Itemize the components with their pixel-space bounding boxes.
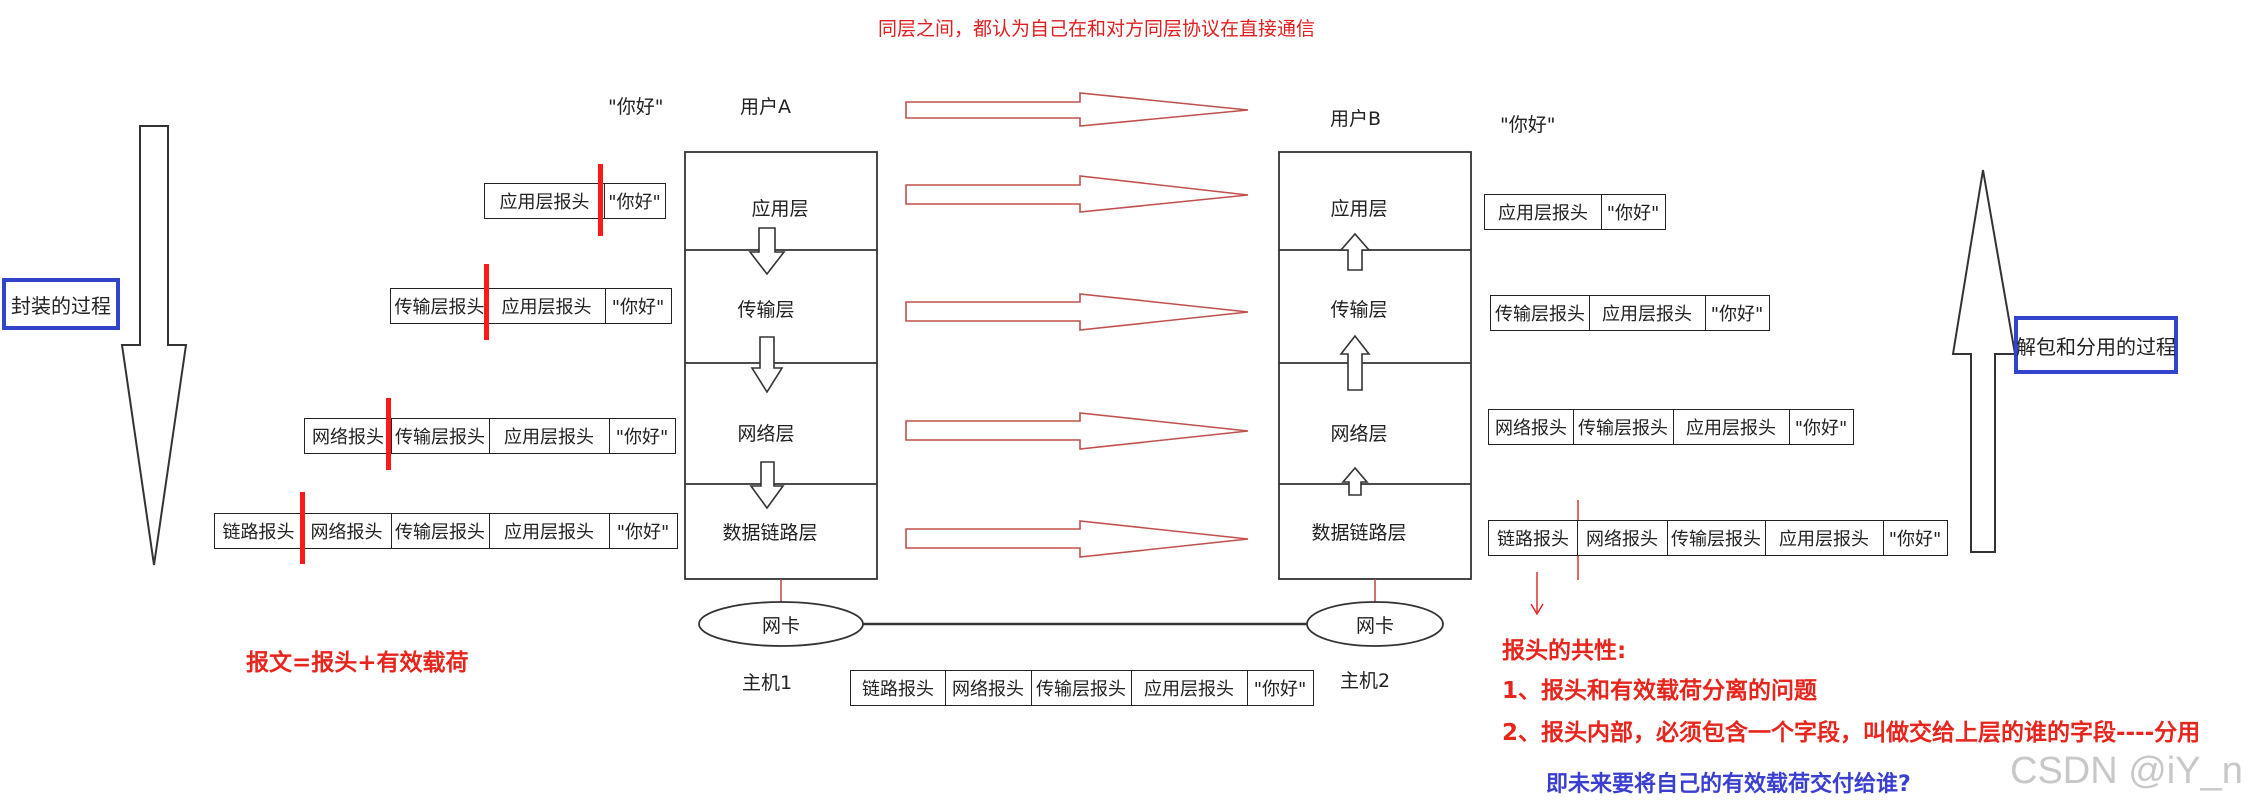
- encap-row-app: 应用层报头 "你好": [484, 183, 666, 219]
- decap-row-network: 网络报头 传输层报头 应用层报头 "你好": [1488, 409, 1854, 445]
- header-app: 应用层报头: [1765, 521, 1884, 555]
- header-transport: 传输层报头: [1667, 521, 1766, 555]
- nic-a-label: 网卡: [761, 614, 800, 637]
- header-app: 应用层报头: [488, 289, 606, 323]
- payload: "你好": [611, 297, 665, 318]
- watermark: CSDN @iY_n: [2010, 750, 2243, 792]
- header-app: 应用层报头: [485, 184, 605, 218]
- header-separator: [300, 492, 305, 564]
- header-app: 应用层报头: [489, 419, 610, 453]
- encap-row-transport: 传输层报头 应用层报头 "你好": [390, 288, 672, 324]
- notes-question: 即未来要将自己的有效载荷交付给谁?: [1546, 772, 1911, 797]
- payload: "你好": [615, 427, 669, 448]
- host-a-layer-app: 应用层: [751, 198, 809, 220]
- user-a-label: 用户A: [740, 96, 791, 118]
- payload: "你好": [1888, 529, 1942, 550]
- peer-arrow-network: [905, 412, 1249, 450]
- header-transport: 传输层报头: [391, 514, 490, 548]
- header-app: 应用层报头: [1673, 410, 1790, 444]
- header-separator: [484, 264, 489, 340]
- host-b-up-arrows: [1339, 232, 1371, 496]
- host-1-label: 主机1: [742, 672, 793, 694]
- message-formula: 报文=报头+有效载荷: [246, 650, 469, 676]
- header-app: 应用层报头: [1589, 296, 1706, 330]
- encapsulation-label: 封装的过程: [2, 278, 120, 330]
- header-link: 链路报头: [215, 514, 303, 548]
- header-link: 链路报头: [1489, 521, 1578, 555]
- nic-b-label: 网卡: [1355, 614, 1394, 637]
- header-app: 应用层报头: [489, 514, 610, 548]
- payload: "你好": [608, 192, 661, 213]
- peer-arrow-user: [905, 92, 1249, 127]
- host-a-layer-network: 网络层: [737, 423, 795, 445]
- encapsulation-arrow: [120, 125, 188, 566]
- host-b-layer-app: 应用层: [1330, 198, 1388, 220]
- message-right: "你好": [1500, 114, 1556, 136]
- wire-frame: 链路报头 网络报头 传输层报头 应用层报头 "你好": [850, 670, 1314, 706]
- payload: "你好": [616, 522, 670, 543]
- decapsulation-arrow: [1951, 169, 2017, 553]
- decap-row-transport: 传输层报头 应用层报头 "你好": [1490, 295, 1770, 331]
- header-separator: [386, 398, 391, 470]
- encap-row-link: 链路报头 网络报头 传输层报头 应用层报头 "你好": [214, 513, 678, 549]
- header-network: 网络报头: [305, 419, 392, 453]
- host-b-layer-network: 网络层: [1330, 423, 1388, 445]
- header-network: 网络报头: [302, 514, 392, 548]
- payload: "你好": [1710, 304, 1764, 325]
- payload: "你好": [1253, 679, 1307, 700]
- header-app: 应用层报头: [1131, 671, 1248, 705]
- header-network: 网络报头: [1489, 410, 1574, 444]
- header-transport: 传输层报头: [391, 289, 489, 323]
- user-b-label: 用户B: [1330, 108, 1382, 130]
- header-transport: 传输层报头: [391, 419, 490, 453]
- header-link: 链路报头: [851, 671, 946, 705]
- header-separator: [598, 164, 603, 236]
- payload: "你好": [1794, 418, 1848, 439]
- encap-row-network: 网络报头 传输层报头 应用层报头 "你好": [304, 418, 676, 454]
- payload: "你好": [1606, 203, 1660, 224]
- peer-arrow-app: [905, 175, 1249, 213]
- host-a-down-arrows: [748, 227, 786, 510]
- header-network: 网络报头: [1577, 521, 1668, 555]
- header-transport: 传输层报头: [1491, 296, 1590, 330]
- host-b-layer-transport: 传输层: [1330, 299, 1388, 321]
- decap-row-app: 应用层报头 "你好": [1484, 194, 1666, 230]
- host-b-layer-link: 数据链路层: [1311, 522, 1407, 544]
- host-2-label: 主机2: [1340, 670, 1391, 692]
- notes-item-1: 1、报头和有效载荷分离的问题: [1502, 678, 1818, 704]
- peer-arrows: [905, 92, 1249, 558]
- header-transport: 传输层报头: [1573, 410, 1674, 444]
- notes-title: 报头的共性:: [1502, 638, 1627, 664]
- notes-pointer: [1530, 500, 1579, 616]
- host-a-layer-transport: 传输层: [737, 299, 795, 321]
- decapsulation-label: 解包和分用的过程: [2014, 316, 2178, 374]
- peer-arrow-transport: [905, 293, 1249, 331]
- host-a-layer-link: 数据链路层: [722, 522, 818, 544]
- header-network: 网络报头: [945, 671, 1032, 705]
- decap-row-link: 链路报头 网络报头 传输层报头 应用层报头 "你好": [1488, 520, 1948, 556]
- message-left: "你好": [608, 96, 664, 118]
- header-transport: 传输层报头: [1031, 671, 1132, 705]
- notes-item-2: 2、报头内部，必须包含一个字段，叫做交给上层的谁的字段----分用: [1502, 720, 2201, 746]
- header-app: 应用层报头: [1485, 195, 1602, 229]
- peer-arrow-link: [905, 520, 1249, 558]
- peer-communication-note: 同层之间，都认为自己在和对方同层协议在直接通信: [878, 18, 1316, 40]
